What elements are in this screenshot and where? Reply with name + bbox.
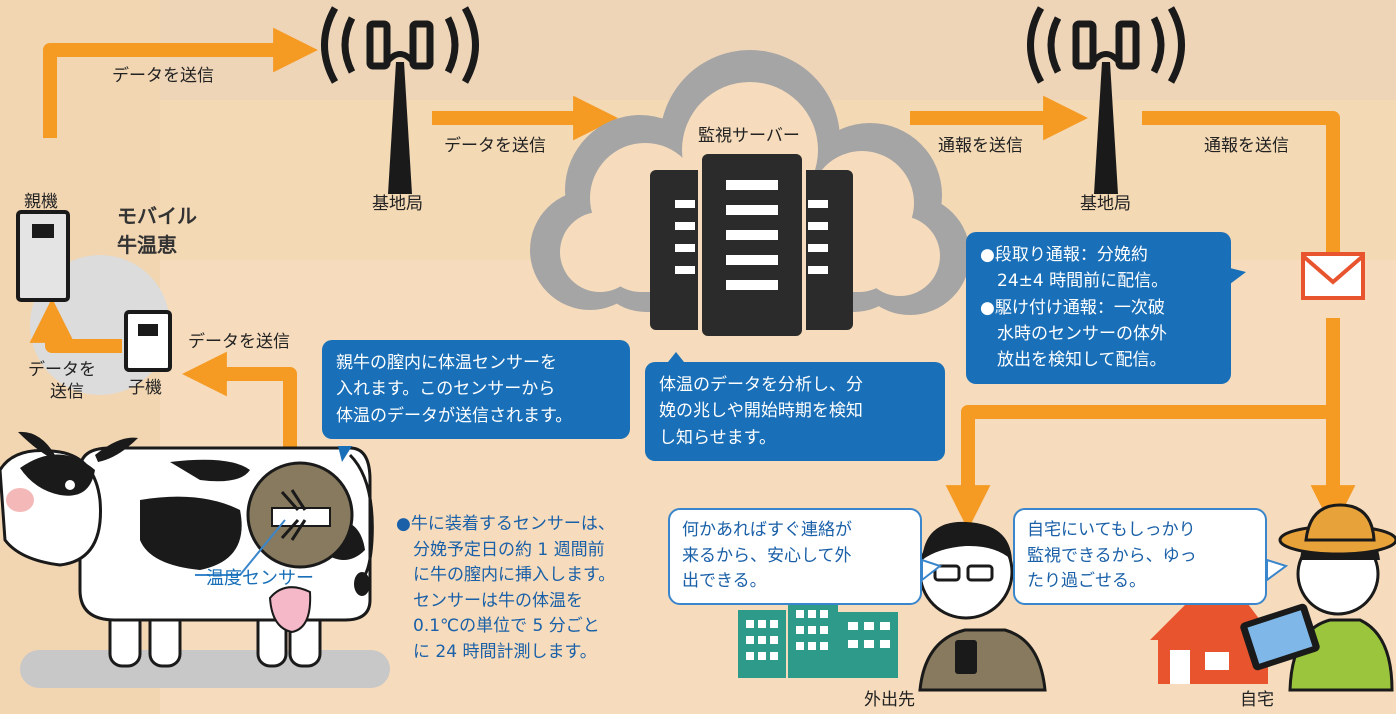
woman-with-tablet-illustration [1240,503,1396,692]
bubble-pointer [668,352,684,362]
antenna-icon [321,6,479,194]
arrow-cow-to-child [182,351,297,452]
child-unit-icon [124,310,172,372]
bubble-home-comment: 自宅にいてもしっかり 監視できるから、ゆっ たり過ごせる。 [1013,508,1267,605]
bubble-outside-comment: 何かあればすぐ連絡が 来るから、安心して外 出できる。 [668,508,922,605]
label-child-unit: 子機 [128,378,162,398]
bubble-server-info: 体温のデータを分析し、分 娩の兆しや開始時期を検知 し知らせます。 [645,362,945,462]
cow-illustration [0,431,374,668]
label-parent-unit: 親機 [24,192,58,212]
mail-icon [1301,252,1365,300]
label-base-station: 基地局 [372,194,423,214]
label-temp-sensor: 温度センサー [206,568,314,589]
label-outside: 外出先 [864,690,915,710]
bubble-pointer [921,558,943,583]
server-icon [650,150,853,340]
bubble-sensor-info: 親牛の膣内に体温センサーを 入れます。このセンサーから 体温のデータが送信されま… [322,340,630,440]
parent-unit-icon [16,210,70,302]
flow-arrows [29,27,1356,530]
bubble-alert-types: ●段取り通報：分娩約 24±4 時間前に配信。 ●駆け付け通報：一次破 水時のセ… [966,232,1231,384]
brand-name: モバイル 牛温恵 [117,204,197,257]
label-send-data: データを送信 [188,332,290,352]
sensor-note: ●牛に装着するセンサーは、 分娩予定日の約 1 週間前 に牛の膣内に挿入します。… [396,514,616,662]
ground-shadow [20,650,390,688]
bubble-pointer [1266,558,1289,582]
label-send-data: データを送信 [444,136,546,156]
label-home: 自宅 [1240,690,1274,710]
antenna-icon [1027,6,1185,194]
arrow-unit-to-tower1 [43,27,318,138]
label-send-alert: 通報を送信 [938,136,1023,156]
label-send-data: 送信 [50,382,84,402]
arrow-child-to-parent [29,298,122,353]
office-buildings-icon [738,598,898,678]
label-base-station: 基地局 [1080,194,1131,214]
bubble-pointer [1230,268,1246,284]
man-with-phone-illustration [918,521,1047,692]
label-server: 監視サーバー [698,126,800,146]
label-send-data: データを [28,360,96,380]
arrow-route-to-outside [945,405,1333,530]
label-send-alert: 通報を送信 [1204,136,1289,156]
label-send-data: データを送信 [112,66,214,86]
arrow-tower2-to-route [1142,111,1340,252]
bubble-pointer [338,446,352,462]
